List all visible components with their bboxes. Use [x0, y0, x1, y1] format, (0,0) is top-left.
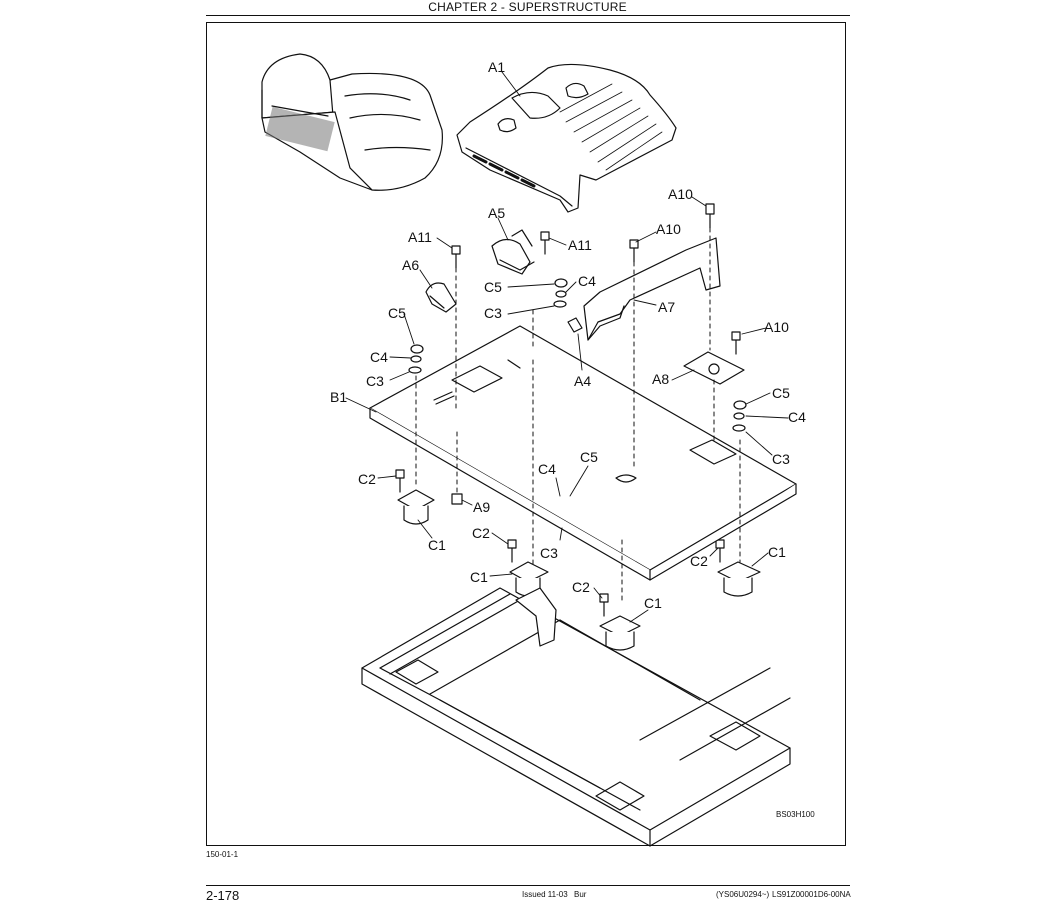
- bracket-a7: [583, 237, 721, 341]
- issued-date: Issued 11-03: [522, 890, 568, 899]
- page-number: 2-178: [206, 888, 240, 903]
- chapter-title: CHAPTER 2 - SUPERSTRUCTURE: [428, 0, 627, 14]
- label-a11: A11: [568, 237, 592, 253]
- label-c3: C3: [366, 373, 384, 389]
- center-lines: [415, 227, 741, 601]
- language-code: Bur: [574, 890, 587, 899]
- part-labels: A1 A10 A5 A10 A11 A11 A6 C5 C4 C3 A7 C5 …: [330, 59, 815, 819]
- label-c2: C2: [572, 579, 590, 595]
- label-c5: C5: [772, 385, 790, 401]
- bolts: [395, 203, 741, 617]
- label-a10: A10: [656, 221, 681, 237]
- document-code: LS91Z00001D6-00NA: [772, 890, 851, 899]
- label-c5: C5: [580, 449, 598, 465]
- floor-plate-b1: [369, 325, 797, 581]
- label-c2: C2: [358, 471, 376, 487]
- label-a11: A11: [408, 229, 432, 245]
- base-frame: [361, 587, 791, 847]
- label-a5: A5: [488, 205, 505, 221]
- figure-ref-code: 150-01-1: [206, 850, 239, 859]
- header-rule: [206, 15, 850, 16]
- label-c4: C4: [578, 273, 596, 289]
- operator-seat: [261, 53, 443, 191]
- label-c4: C4: [788, 409, 806, 425]
- label-c5: C5: [484, 279, 502, 295]
- label-c4: C4: [370, 349, 388, 365]
- figure-frame: [206, 22, 846, 846]
- label-c1: C1: [470, 569, 488, 585]
- label-c1: C1: [428, 537, 446, 553]
- serial-range: (YS06U0294~): [716, 890, 770, 899]
- label-a9: A9: [473, 499, 490, 515]
- label-a10: A10: [668, 186, 693, 202]
- label-c1: C1: [644, 595, 662, 611]
- footer-rule: [206, 885, 850, 886]
- label-c3: C3: [540, 545, 558, 561]
- label-a1: A1: [488, 59, 505, 75]
- leader-lines: [345, 71, 789, 623]
- label-c1: C1: [768, 544, 786, 560]
- label-c2: C2: [690, 553, 708, 569]
- label-a4: A4: [574, 373, 591, 389]
- label-a6: A6: [402, 257, 419, 273]
- drawing-code: BS03H100: [776, 810, 815, 819]
- pedal-bracket-a6: [425, 282, 457, 313]
- label-c5: C5: [388, 305, 406, 321]
- label-c3: C3: [484, 305, 502, 321]
- floor-mat-a1: [456, 63, 677, 213]
- label-b1: B1: [330, 389, 347, 405]
- label-c4: C4: [538, 461, 556, 477]
- plate-a8: [683, 351, 745, 385]
- label-a7: A7: [658, 299, 675, 315]
- label-c2: C2: [472, 525, 490, 541]
- label-a8: A8: [652, 371, 669, 387]
- label-c3: C3: [772, 451, 790, 467]
- pedal-bracket-a5: [491, 229, 535, 275]
- label-a10: A10: [764, 319, 789, 335]
